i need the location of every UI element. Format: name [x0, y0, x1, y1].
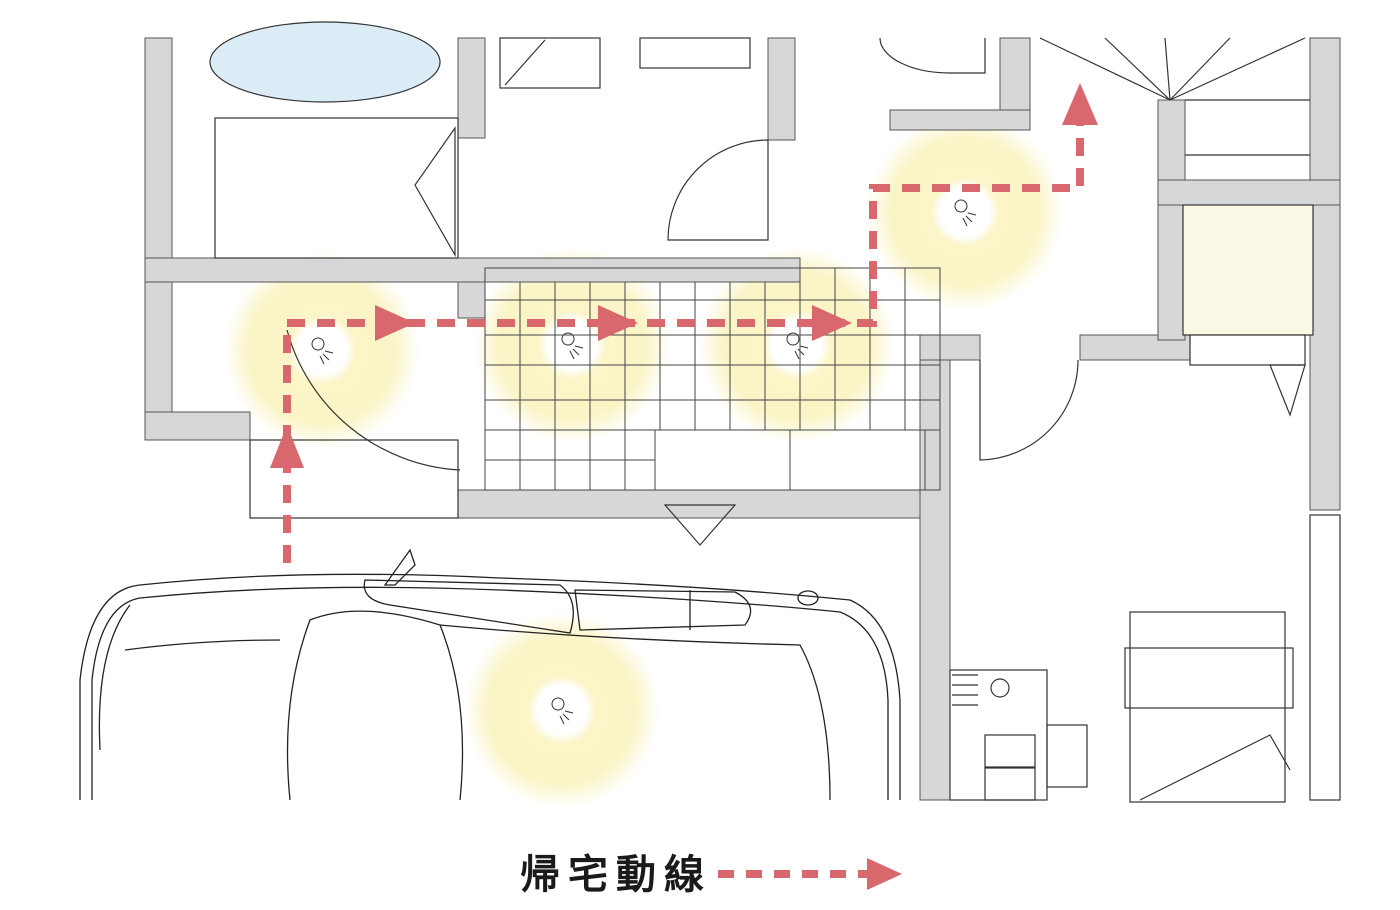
light-glows	[224, 114, 1063, 808]
entrance-door-swing	[286, 329, 461, 471]
downlight-icon	[786, 332, 809, 360]
legend-label: 帰宅動線	[520, 852, 712, 898]
tile-grid	[484, 267, 941, 491]
door-swing	[667, 139, 769, 241]
downlight-icon	[311, 337, 334, 365]
storage	[1182, 204, 1314, 336]
homecoming-route	[270, 83, 1098, 563]
route-legend-arrow-icon	[718, 858, 902, 890]
entry-hall-light	[474, 247, 670, 443]
downlight-icon	[551, 697, 574, 725]
bed	[214, 117, 459, 259]
step-marker	[663, 504, 737, 546]
entrance-porch-light	[224, 252, 420, 448]
downlight-icon	[561, 332, 584, 360]
fixtures	[209, 21, 1341, 803]
carport-light	[464, 612, 660, 808]
corridor-light	[867, 114, 1063, 310]
legend: 帰宅動線	[520, 842, 912, 900]
pillow	[414, 126, 456, 258]
bathtub	[209, 21, 441, 103]
downlight-icon	[954, 199, 977, 227]
car	[79, 548, 901, 801]
hall-light	[699, 247, 895, 443]
door-swing-2	[979, 359, 1079, 461]
